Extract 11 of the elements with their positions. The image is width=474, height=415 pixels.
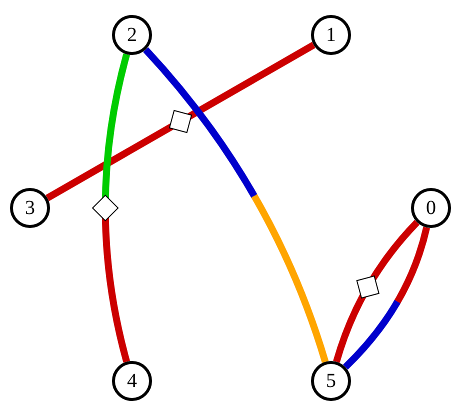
node-circle: 1 — [311, 15, 351, 55]
edge-line — [333, 220, 420, 363]
edge-line — [143, 47, 329, 363]
edge-line — [342, 226, 430, 370]
node-circle: 2 — [112, 15, 152, 55]
edge-line — [102, 53, 130, 363]
edge-line — [46, 42, 316, 202]
node-circle: 3 — [10, 188, 50, 228]
node-circle: 4 — [112, 361, 152, 401]
node-circle: 5 — [311, 361, 351, 401]
node-circle: 0 — [411, 188, 451, 228]
